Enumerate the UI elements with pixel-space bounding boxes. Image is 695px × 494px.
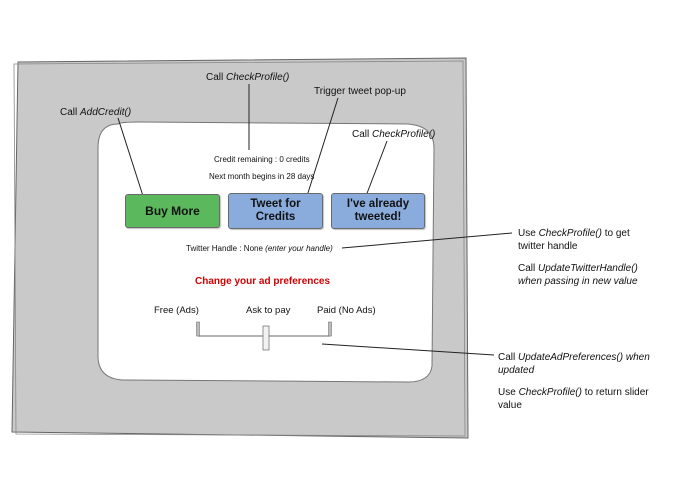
ad-preference-slider[interactable]: [190, 318, 340, 358]
tweet-for-credits-label-1: Tweet for: [250, 198, 301, 210]
slider-label-ask: Ask to pay: [246, 305, 291, 316]
already-tweeted-label-2: tweeted!: [354, 211, 402, 223]
already-tweeted-button[interactable]: I've already tweeted!: [331, 193, 425, 229]
already-tweeted-label-1: I've already: [346, 198, 410, 210]
annotation-add-credit: Call AddCredit(): [60, 107, 132, 118]
twitter-handle-field[interactable]: Twitter Handle : None (enter your handle…: [186, 244, 333, 253]
annotation-tweet-popup: Trigger tweet pop-up: [314, 86, 406, 97]
tweet-for-credits-label-2: Credits: [255, 211, 296, 223]
tweet-for-credits-button[interactable]: Tweet for Credits: [228, 193, 323, 229]
slider-thumb: [262, 325, 270, 351]
credit-remaining-text: Credit remaining : 0 credits: [214, 155, 310, 164]
slider-label-free: Free (Ads): [154, 305, 199, 316]
slider-tick-free: [196, 321, 200, 337]
slider-tick-paid: [328, 321, 332, 337]
buy-more-label: Buy More: [145, 203, 200, 218]
annotation-check-profile-right: Call CheckProfile(): [352, 129, 436, 140]
twitter-handle-hint: (enter your handle): [265, 244, 333, 253]
ad-preferences-link[interactable]: Change your ad preferences: [195, 276, 331, 287]
annotation-twitter-handle: Use CheckProfile() to get twitter handle…: [518, 228, 638, 287]
next-month-text: Next month begins in 28 days: [209, 172, 315, 181]
slider-label-paid: Paid (No Ads): [317, 305, 376, 316]
buy-more-button[interactable]: Buy More: [125, 194, 220, 228]
annotation-slider: Call UpdateAdPreferences() when updated …: [498, 352, 650, 411]
twitter-handle-label: Twitter Handle : None: [186, 244, 266, 253]
annotation-check-profile-top: Call CheckProfile(): [206, 72, 290, 83]
